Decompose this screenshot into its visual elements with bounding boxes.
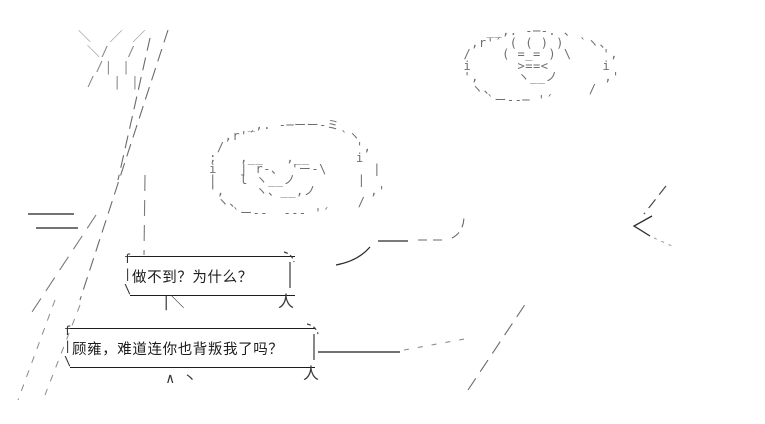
dialogue-bubble-1[interactable]: 做不到？为什么？ xyxy=(130,256,295,296)
dialogue-bubble-1-text: 做不到？为什么？ xyxy=(132,269,253,286)
dialogue-bubble-2-text: 顾雍，难道连你也背叛我了吗？ xyxy=(72,341,284,358)
dialogue-bubble-2[interactable]: 顾雍，难道连你也背叛我了吗？ xyxy=(70,328,315,368)
